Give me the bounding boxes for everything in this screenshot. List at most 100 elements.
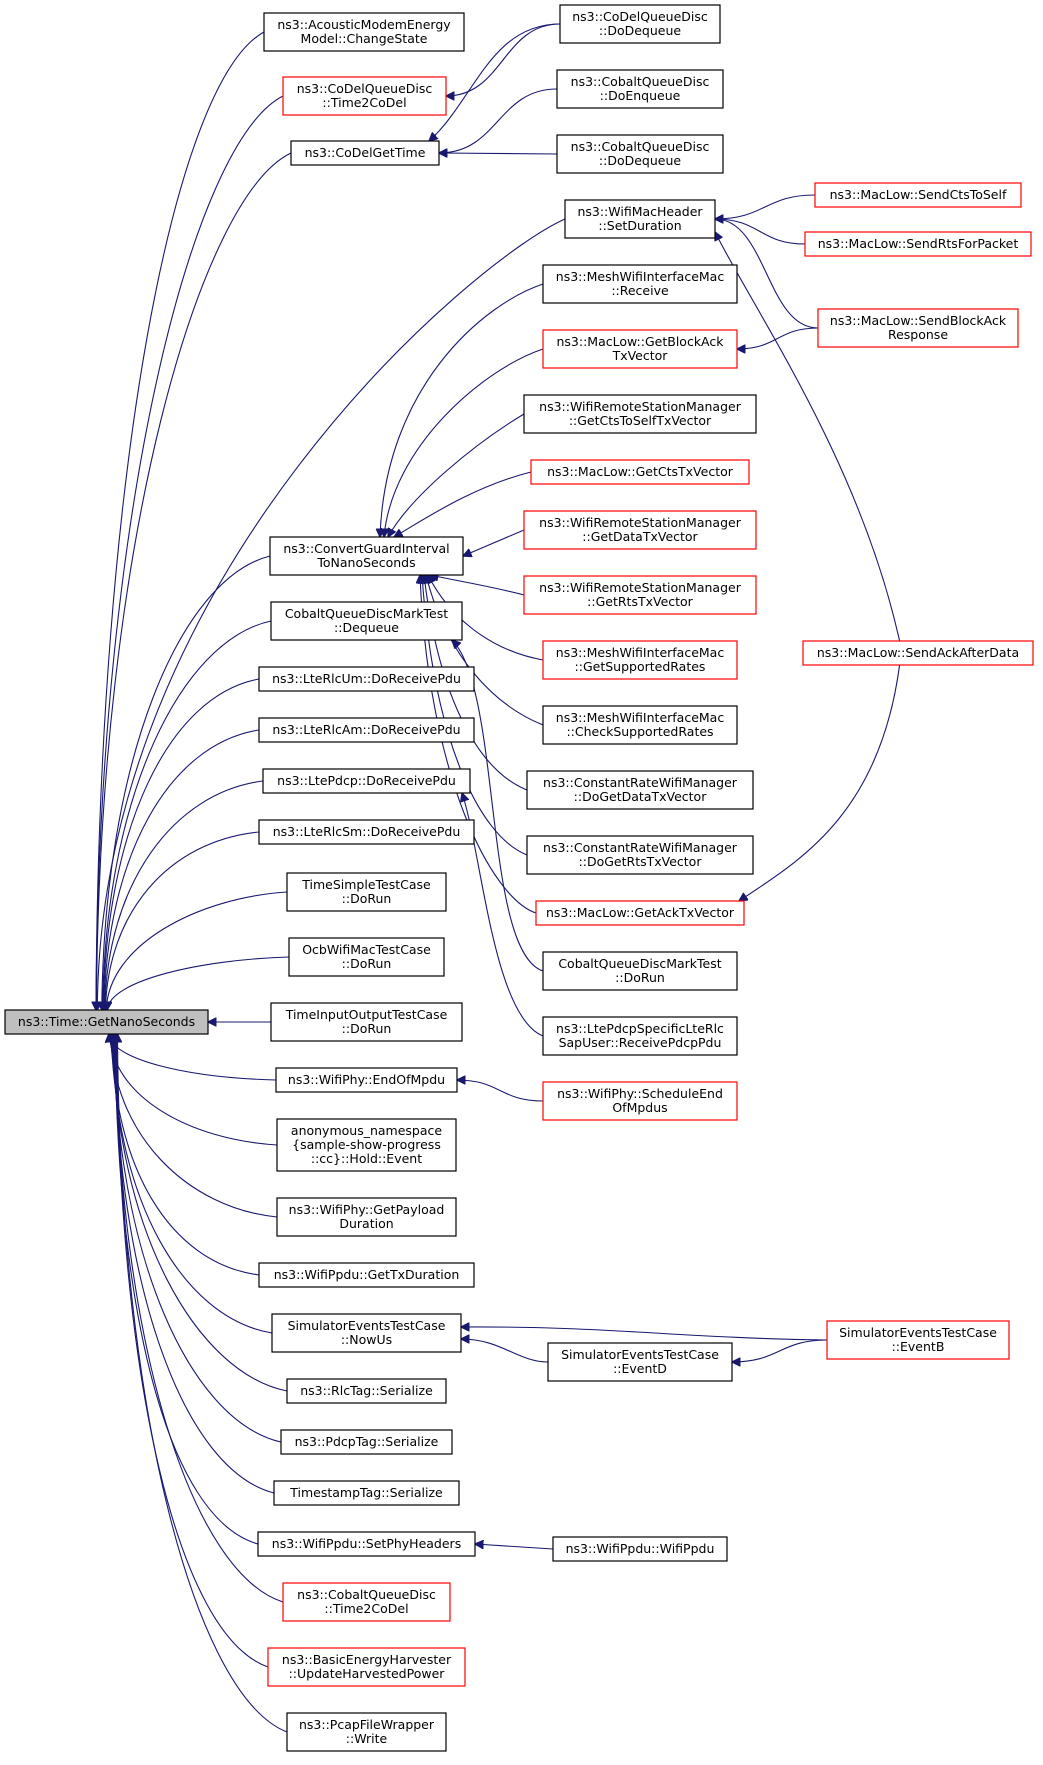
node-codeldeq[interactable]: ns3::CoDelQueueDisc::DoDequeue xyxy=(559,4,721,44)
node-box xyxy=(290,140,440,166)
node-pcapwrite[interactable]: ns3::PcapFileWrapper::Write xyxy=(286,1712,447,1752)
node-label: ::Time2CoDel xyxy=(322,95,406,110)
node-box xyxy=(523,510,757,550)
node-label: ::EventD xyxy=(613,1361,667,1376)
node-box xyxy=(556,134,724,174)
node-getcts[interactable]: ns3::MacLow::GetCtsTxVector xyxy=(530,459,750,485)
node-label: ns3::AcousticModemEnergy xyxy=(277,17,451,32)
edge-codeldeq-to-codelgettime xyxy=(429,23,561,141)
node-simnowus[interactable]: SimulatorEventsTestCase::NowUs xyxy=(271,1313,462,1353)
node-cobaltmarkdeq[interactable]: CobaltQueueDiscMarkTest::Dequeue xyxy=(270,601,463,641)
node-lterlcum[interactable]: ns3::LteRlcUm::DoReceivePdu xyxy=(258,666,475,692)
node-box xyxy=(526,770,754,810)
node-label: SimulatorEventsTestCase xyxy=(839,1325,997,1340)
node-label: ns3::CobaltQueueDisc xyxy=(571,74,710,89)
node-box xyxy=(542,705,738,745)
node-box xyxy=(286,872,447,912)
node-wifippductor[interactable]: ns3::WifiPpdu::WifiPpdu xyxy=(552,1536,728,1562)
node-constdata[interactable]: ns3::ConstantRateWifiManager::DoGetDataT… xyxy=(526,770,754,810)
node-cobaltenq[interactable]: ns3::CobaltQueueDisc::DoEnqueue xyxy=(556,69,724,109)
node-label: ::DoGetDataTxVector xyxy=(574,789,708,804)
node-cobalttime2[interactable]: ns3::CobaltQueueDisc::Time2CoDel xyxy=(282,1582,451,1622)
node-label: ::DoDequeue xyxy=(599,23,681,38)
node-label: ns3::MeshWifiInterfaceMac xyxy=(556,269,725,284)
node-label: ns3::MacLow::SendBlockAck xyxy=(830,313,1007,328)
node-wifippduset[interactable]: ns3::WifiPpdu::SetPhyHeaders xyxy=(257,1531,476,1557)
node-simeventd[interactable]: SimulatorEventsTestCase::EventD xyxy=(547,1342,733,1382)
node-timesimple[interactable]: TimeSimpleTestCase::DoRun xyxy=(286,872,447,912)
node-box xyxy=(269,536,464,576)
node-codeltime2[interactable]: ns3::CoDelQueueDisc::Time2CoDel xyxy=(282,76,447,116)
edge-pdcptag-to-root xyxy=(114,1034,282,1443)
edge-wifiphyend-to-root xyxy=(109,1034,277,1081)
node-label: ns3::WifiMacHeader xyxy=(577,204,703,219)
node-ocbwifi[interactable]: OcbWifiMacTestCase::DoRun xyxy=(288,937,445,977)
node-label: ::cc}::Hold::Event xyxy=(311,1151,422,1166)
node-box xyxy=(547,1342,733,1382)
node-basicenergy[interactable]: ns3::BasicEnergyHarvester::UpdateHarvest… xyxy=(267,1647,466,1687)
node-box xyxy=(262,768,471,794)
node-ltepdcp[interactable]: ns3::LtePdcp::DoReceivePdu xyxy=(262,768,471,794)
node-label: CobaltQueueDiscMarkTest xyxy=(558,956,721,971)
node-getack[interactable]: ns3::MacLow::GetAckTxVector xyxy=(535,900,745,926)
node-meshsupp[interactable]: ns3::MeshWifiInterfaceMac::GetSupportedR… xyxy=(542,640,738,680)
node-label: ::SetDuration xyxy=(598,218,681,233)
node-wifimacsetdur[interactable]: ns3::WifiMacHeader::SetDuration xyxy=(564,199,716,239)
edge-meshsupp-to-convguard xyxy=(428,575,544,661)
node-codelgettime[interactable]: ns3::CoDelGetTime xyxy=(290,140,440,166)
node-meshrecv[interactable]: ns3::MeshWifiInterfaceMac::Receive xyxy=(542,264,738,304)
node-label: ns3::LtePdcp::DoReceivePdu xyxy=(277,773,456,788)
node-label: ns3::MacLow::GetCtsTxVector xyxy=(547,464,734,479)
node-meshcheck[interactable]: ns3::MeshWifiInterfaceMac::CheckSupporte… xyxy=(542,705,738,745)
node-cobaltdeq[interactable]: ns3::CobaltQueueDisc::DoDequeue xyxy=(556,134,724,174)
node-label: ns3::LteRlcSm::DoReceivePdu xyxy=(273,824,461,839)
node-pdcptag[interactable]: ns3::PdcpTag::Serialize xyxy=(280,1429,453,1455)
node-wrsmrts[interactable]: ns3::WifiRemoteStationManager::GetRtsTxV… xyxy=(523,575,757,615)
edge-wrsmrts-to-convguard xyxy=(430,575,525,596)
node-label: ns3::BasicEnergyHarvester xyxy=(282,1652,452,1667)
node-label: OfMpdus xyxy=(612,1100,667,1115)
node-label: ns3::LteRlcAm::DoReceivePdu xyxy=(272,722,460,737)
node-wifiphyend[interactable]: ns3::WifiPhy::EndOfMpdu xyxy=(275,1067,458,1093)
node-wifippdutx[interactable]: ns3::WifiPpdu::GetTxDuration xyxy=(258,1262,475,1288)
node-timestamptag[interactable]: TimestampTag::Serialize xyxy=(273,1480,460,1506)
node-wrsmdata[interactable]: ns3::WifiRemoteStationManager::GetDataTx… xyxy=(523,510,757,550)
node-timeinput[interactable]: TimeInputOutputTestCase::DoRun xyxy=(270,1002,463,1042)
edge-lterlcum-to-root xyxy=(103,678,260,1010)
node-wrsmctsself[interactable]: ns3::WifiRemoteStationManager::GetCtsToS… xyxy=(523,394,757,434)
node-box xyxy=(286,1712,447,1752)
edge-rlctag-to-root xyxy=(113,1034,288,1392)
node-acoustic[interactable]: ns3::AcousticModemEnergyModel::ChangeSta… xyxy=(263,12,465,52)
edge-cobalttime2-to-root xyxy=(116,1034,284,1603)
node-box xyxy=(556,69,724,109)
node-box xyxy=(564,199,716,239)
node-label: ns3::CobaltQueueDisc xyxy=(297,1587,436,1602)
node-sendctsself[interactable]: ns3::MacLow::SendCtsToSelf xyxy=(814,182,1022,208)
node-label: Response xyxy=(888,327,948,342)
node-cobaltmarkrun[interactable]: CobaltQueueDiscMarkTest::DoRun xyxy=(542,951,738,991)
node-box xyxy=(526,835,754,875)
node-sendrts[interactable]: ns3::MacLow::SendRtsForPacket xyxy=(804,231,1032,257)
node-constrts[interactable]: ns3::ConstantRateWifiManager::DoGetRtsTx… xyxy=(526,835,754,875)
node-label: ns3::LtePdcpSpecificLteRlc xyxy=(556,1021,724,1036)
node-root[interactable]: ns3::Time::GetNanoSeconds xyxy=(4,1009,209,1035)
edges-layer xyxy=(96,23,901,1733)
node-lterlcam[interactable]: ns3::LteRlcAm::DoReceivePdu xyxy=(258,717,475,743)
node-box xyxy=(258,819,475,845)
node-ltepdcpspec[interactable]: ns3::LtePdcpSpecificLteRlcSapUser::Recei… xyxy=(542,1016,738,1056)
node-label: ToNanoSeconds xyxy=(316,555,415,570)
node-label: OcbWifiMacTestCase xyxy=(302,942,431,957)
node-box xyxy=(542,640,738,680)
node-sendackafter[interactable]: ns3::MacLow::SendAckAfterData xyxy=(802,640,1034,666)
node-rlctag[interactable]: ns3::RlcTag::Serialize xyxy=(286,1378,447,1404)
node-anon[interactable]: anonymous_namespace{sample-show-progress… xyxy=(276,1118,457,1172)
node-lterlcsm[interactable]: ns3::LteRlcSm::DoReceivePdu xyxy=(258,819,475,845)
node-label: ::DoRun xyxy=(342,891,392,906)
node-simeventb[interactable]: SimulatorEventsTestCase::EventB xyxy=(826,1320,1010,1360)
